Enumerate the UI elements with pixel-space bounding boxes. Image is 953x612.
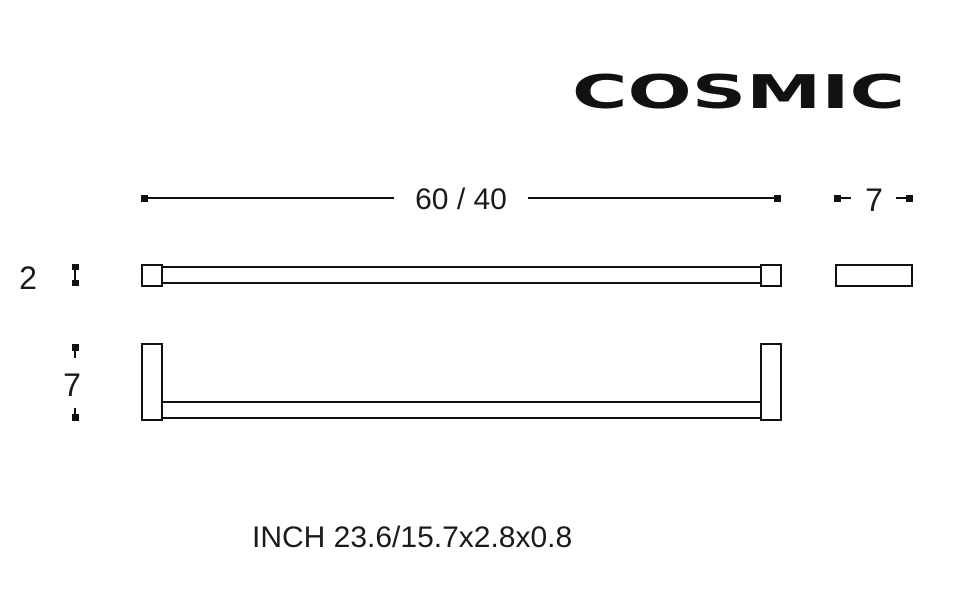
length-label: 60 / 40 [415, 183, 507, 216]
front-view [141, 343, 782, 421]
brand-logo: COSMIC [572, 65, 905, 119]
inch-note: INCH 23.6/15.7x2.8x0.8 [252, 521, 572, 554]
bar-height-dimension [72, 264, 79, 286]
total-height-label: 7 [63, 367, 81, 403]
bar-height-label: 2 [19, 260, 37, 296]
depth-dimension [834, 195, 913, 202]
top-view [141, 264, 782, 287]
total-height-dimension [72, 344, 79, 421]
depth-label: 7 [865, 182, 883, 218]
side-view [835, 264, 913, 287]
length-dimension [141, 195, 781, 202]
